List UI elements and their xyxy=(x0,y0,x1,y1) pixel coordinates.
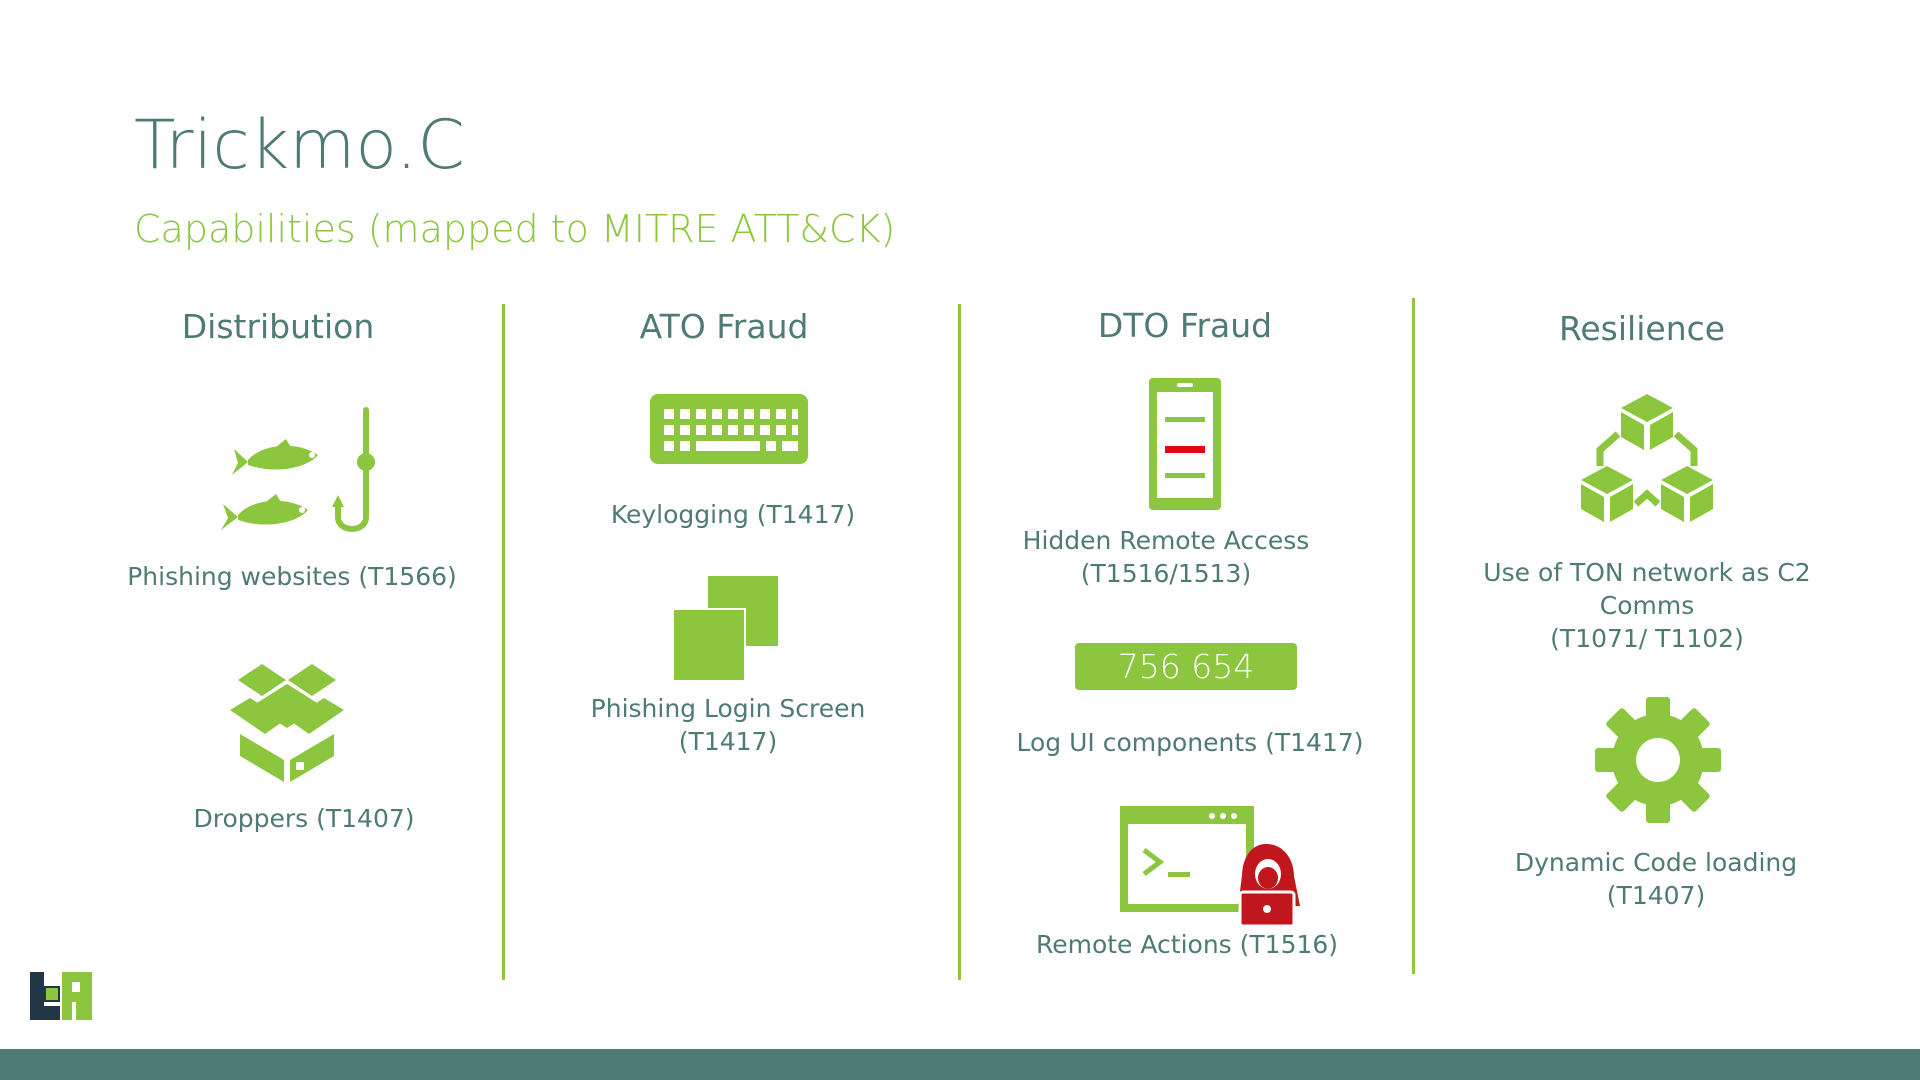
terminal-hacker-icon xyxy=(1120,806,1300,926)
overlay-windows-icon xyxy=(672,576,778,682)
column-heading-dto-fraud: DTO Fraud xyxy=(1097,306,1273,345)
capability-label: Phishing Login Screen (T1417) xyxy=(590,694,866,756)
slide-subtitle: Capabilities (mapped to MITRE ATT&CK) xyxy=(134,207,896,251)
column-heading-ato-fraud: ATO Fraud xyxy=(639,307,809,346)
keyboard-icon xyxy=(650,394,808,464)
capability-label: Hidden Remote Access (T1516/1513) xyxy=(1022,526,1310,588)
otp-code-icon: 756 654 xyxy=(1075,643,1297,690)
capability-label: Remote Actions (T1516) xyxy=(1035,930,1339,959)
capability-label: Use of TON network as C2 Comms (T1071/ T… xyxy=(1483,558,1811,653)
column-heading-resilience: Resilience xyxy=(1558,309,1726,348)
capability-label: Dynamic Code loading (T1407) xyxy=(1514,848,1798,910)
capability-label: Keylogging (T1417) xyxy=(610,500,856,529)
company-logo xyxy=(30,972,92,1020)
capability-label: Phishing websites (T1566) xyxy=(127,562,457,591)
open-box-icon xyxy=(230,664,344,782)
slide-title: Trickmo.C xyxy=(134,106,465,185)
footer-bar xyxy=(0,1049,1920,1080)
gear-icon xyxy=(1595,697,1721,823)
blockchain-cubes-icon xyxy=(1581,394,1713,522)
fish-hook-icon xyxy=(221,407,375,532)
capability-label: Droppers (T1407) xyxy=(193,804,415,833)
capability-label: Log UI components (T1417) xyxy=(1016,728,1364,757)
column-divider xyxy=(958,304,961,980)
column-divider xyxy=(502,304,505,980)
column-heading-distribution: Distribution xyxy=(181,307,375,346)
phone-icon xyxy=(1149,378,1221,510)
column-divider xyxy=(1412,298,1415,974)
